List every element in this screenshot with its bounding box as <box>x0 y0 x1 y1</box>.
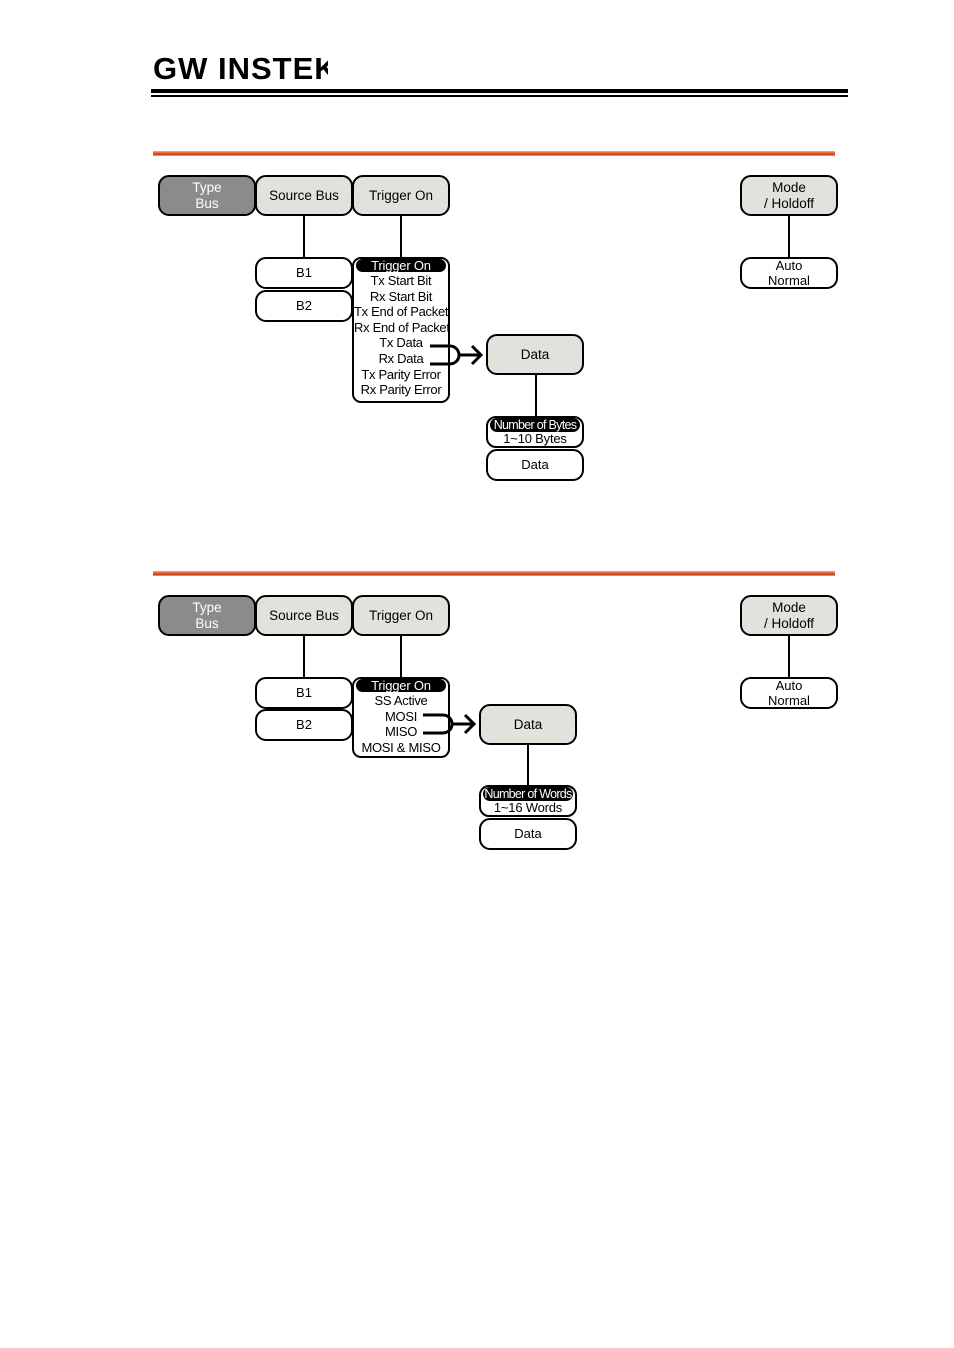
section-divider <box>153 571 835 576</box>
number-of-words-value: 1~16 Words <box>493 800 563 815</box>
data-entry-box[interactable]: Data <box>486 449 584 481</box>
number-of-words-heading: Number of Words <box>483 787 573 801</box>
data-entry-box[interactable]: Data <box>479 818 577 850</box>
source-option-b1[interactable]: B1 <box>255 677 353 709</box>
source-bus-key[interactable]: Source Bus <box>255 595 353 636</box>
bracket-arrow-icon <box>430 344 484 366</box>
connector-line <box>535 375 537 416</box>
number-of-words-box[interactable]: Number of Words 1~16 Words <box>479 785 577 817</box>
connector-line <box>527 745 529 786</box>
source-option-b2[interactable]: B2 <box>255 709 353 741</box>
list-item[interactable]: Tx Data <box>379 335 423 351</box>
section-divider <box>153 151 835 156</box>
gw-instek-logo: GW INSTEK <box>153 52 328 84</box>
list-item[interactable]: Rx Start Bit <box>369 288 433 304</box>
trigger-on-list: Trigger On Tx Start Bit Rx Start Bit Tx … <box>352 257 450 403</box>
connector-line <box>400 216 402 257</box>
list-item[interactable]: MOSI <box>384 708 418 724</box>
mode-holdoff-key[interactable]: Mode/ Holdoff <box>740 175 838 216</box>
mode-holdoff-key[interactable]: Mode/ Holdoff <box>740 595 838 636</box>
header-rule-thick <box>151 89 848 93</box>
trigger-on-key[interactable]: Trigger On <box>352 595 450 636</box>
source-option-b1[interactable]: B1 <box>255 257 353 289</box>
trigger-on-list-heading: Trigger On <box>356 259 446 272</box>
number-of-bytes-value: 1~10 Bytes <box>503 431 567 446</box>
source-bus-key[interactable]: Source Bus <box>255 175 353 216</box>
connector-line <box>400 636 402 677</box>
connector-line <box>303 636 305 677</box>
number-of-bytes-box[interactable]: Number of Bytes 1~10 Bytes <box>486 416 584 448</box>
svg-text:GW INSTEK: GW INSTEK <box>153 52 328 84</box>
list-item[interactable]: MISO <box>384 724 418 740</box>
source-option-b2[interactable]: B2 <box>255 290 353 322</box>
number-of-bytes-heading: Number of Bytes <box>490 418 580 432</box>
bracket-arrow-icon <box>423 713 477 735</box>
data-key[interactable]: Data <box>479 704 577 745</box>
trigger-on-key[interactable]: Trigger On <box>352 175 450 216</box>
connector-line <box>788 216 790 257</box>
connector-line <box>303 216 305 257</box>
data-key[interactable]: Data <box>486 334 584 375</box>
connector-line <box>788 636 790 677</box>
list-item[interactable]: Tx Parity Error <box>361 366 441 382</box>
list-item[interactable]: MOSI & MISO <box>361 739 441 755</box>
list-item[interactable]: Tx Start Bit <box>370 273 432 288</box>
list-item[interactable]: Rx Data <box>378 350 424 366</box>
list-item[interactable]: SS Active <box>374 693 428 708</box>
list-item[interactable]: Rx Parity Error <box>360 382 442 398</box>
header-rule-thin <box>151 95 848 97</box>
list-item[interactable]: Rx End of Packet <box>354 319 450 335</box>
trigger-on-list-heading: Trigger On <box>356 679 446 692</box>
list-item[interactable]: Tx End of Packet <box>354 304 449 320</box>
trigger-on-list: Trigger On SS Active MOSI MISO MOSI & MI… <box>352 677 450 758</box>
